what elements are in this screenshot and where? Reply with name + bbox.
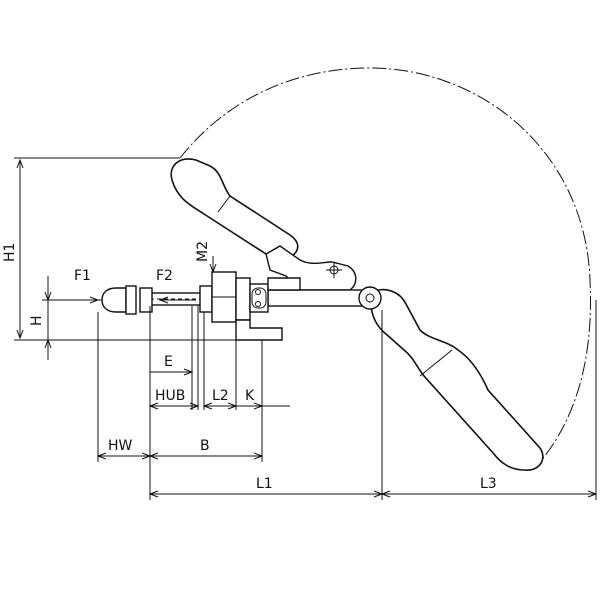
h1-arrow-top xyxy=(16,158,24,169)
f2-label: F2 xyxy=(156,268,173,284)
f2-arrowhead xyxy=(158,296,169,304)
h-label: H xyxy=(29,315,45,326)
hub-arrow-right xyxy=(189,402,200,410)
h-arrow-bottom xyxy=(44,338,52,349)
hub-arrow-left xyxy=(148,402,159,410)
housing-collar xyxy=(199,285,213,313)
handle-open-position xyxy=(170,158,299,262)
l1-arrow-left xyxy=(148,490,159,498)
b-label: B xyxy=(200,438,210,454)
b-arrow-right xyxy=(253,452,264,460)
b-arrow-left xyxy=(148,452,159,460)
h1-arrow-bottom xyxy=(16,329,24,340)
hub-label: HUB xyxy=(155,388,185,404)
clevis-slot xyxy=(251,287,267,309)
rod-end-eye xyxy=(358,286,382,310)
hw-label: HW xyxy=(108,438,133,454)
l2-arrow-left xyxy=(202,402,213,410)
k-label: K xyxy=(245,388,255,404)
h1-label: H1 xyxy=(2,243,18,262)
l2-label: L2 xyxy=(212,388,229,404)
clevis-block xyxy=(249,283,269,313)
spindle-collar xyxy=(125,285,137,315)
rod-end-pin xyxy=(365,293,375,303)
handle-closed-position xyxy=(370,288,544,471)
m2-arrowhead xyxy=(209,263,217,274)
handle-swing-arc xyxy=(179,67,591,463)
e-arrowhead xyxy=(183,368,194,376)
l3-arrow-right xyxy=(587,490,598,498)
handle-open-grip-line xyxy=(217,195,231,213)
link-plate xyxy=(267,277,301,291)
l3-arrow-left xyxy=(380,490,391,498)
l3-label: L3 xyxy=(480,476,497,492)
m2-label: M2 xyxy=(195,241,211,262)
spindle-nut xyxy=(139,287,153,313)
spindle-tip xyxy=(101,287,127,313)
actuating-rod xyxy=(267,289,369,307)
f1-label: F1 xyxy=(74,268,91,284)
mounting-bracket xyxy=(235,319,283,341)
f1-arrowhead xyxy=(89,296,100,304)
housing-body xyxy=(235,277,251,321)
k-arrow-right xyxy=(253,402,264,410)
handle-closed-grip-line xyxy=(419,349,453,377)
clevis-pin-a xyxy=(255,289,261,295)
h-arrow-top xyxy=(44,291,52,302)
hw-arrow-left xyxy=(96,452,107,460)
e-label: E xyxy=(164,354,173,370)
clevis-pin-b xyxy=(255,301,261,307)
l1-label: L1 xyxy=(256,476,273,492)
